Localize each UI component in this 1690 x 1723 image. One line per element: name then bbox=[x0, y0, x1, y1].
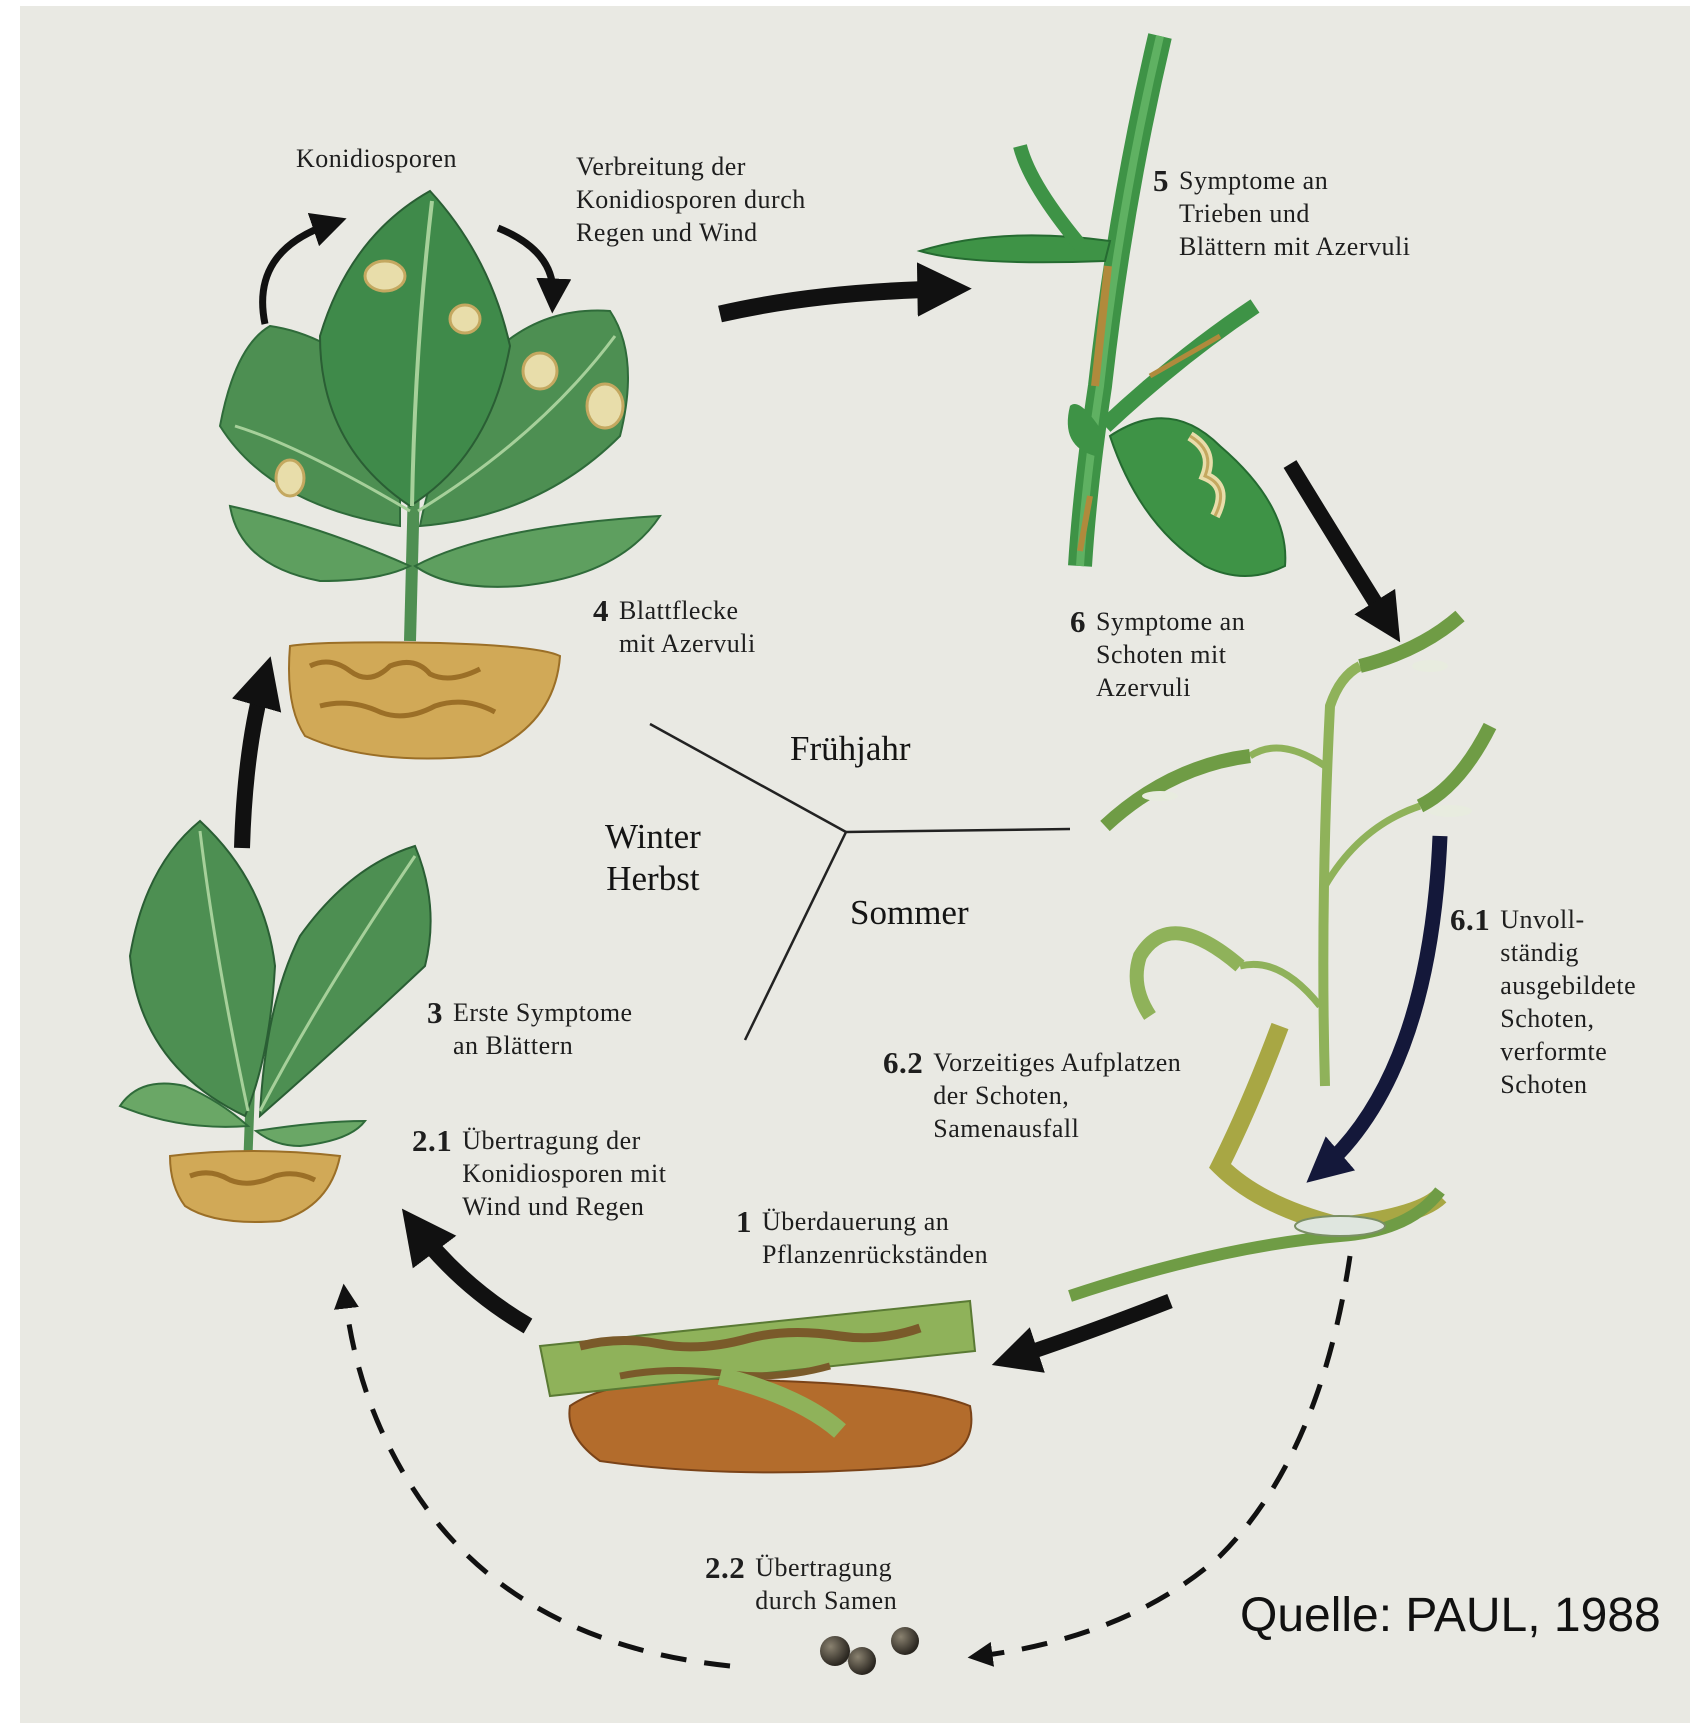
arrow-to-small-plant bbox=[415, 1226, 528, 1326]
leaf-plant-large bbox=[220, 191, 660, 759]
plant-residue bbox=[540, 1301, 975, 1472]
season-divider bbox=[650, 724, 1070, 1040]
infected-shoot bbox=[920, 36, 1285, 576]
cycle-arrow-left bbox=[263, 224, 330, 324]
season-spring: Frühjahr bbox=[790, 728, 911, 770]
label-verbreitung: Verbreitung der Konidiosporen durch Rege… bbox=[576, 150, 806, 249]
life-cycle-illustration bbox=[20, 6, 1690, 1723]
arrow-to-big-plant bbox=[242, 676, 265, 848]
arrow-to-residue bbox=[1010, 1301, 1170, 1359]
arrow-to-shoot bbox=[720, 289, 950, 314]
diagram-page: Konidiosporen Verbreitung der Konidiospo… bbox=[20, 6, 1690, 1723]
season-summer: Sommer bbox=[850, 892, 969, 934]
arrow-deformed-pods bbox=[1320, 836, 1440, 1171]
source-caption: Quelle: PAUL, 1988 bbox=[1240, 1588, 1661, 1643]
label-konidiosporen: Konidiosporen bbox=[296, 142, 457, 175]
season-winter-autumn: Winter Herbst bbox=[605, 816, 701, 900]
arrow-to-pods bbox=[1290, 464, 1390, 626]
cycle-arrow-right bbox=[498, 228, 553, 296]
leaf-plant-small bbox=[120, 821, 431, 1222]
seeds bbox=[820, 1627, 919, 1675]
